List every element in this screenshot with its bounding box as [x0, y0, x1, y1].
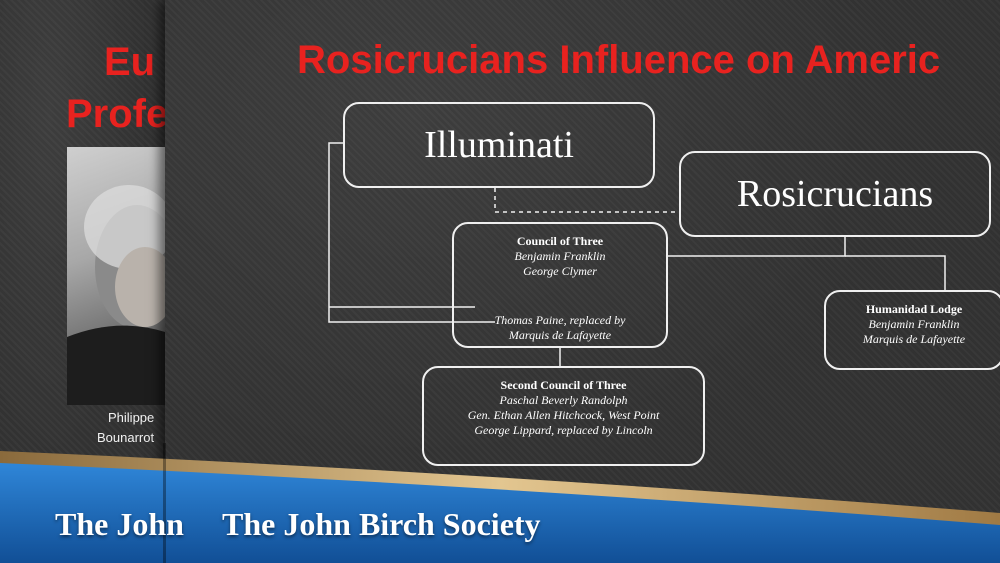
second-council-heading: Second Council of Three — [500, 378, 627, 392]
council-heading: Council of Three — [516, 234, 604, 248]
council-replacement: Thomas Paine, replaced by — [494, 313, 626, 327]
council-member: Benjamin Franklin — [514, 249, 606, 263]
humanidad-lodge-node: Humanidad Lodge Benjamin Franklin Marqui… — [824, 290, 1000, 370]
council-of-three-node: Council of Three Benjamin Franklin Georg… — [452, 222, 668, 348]
illuminati-node: Illuminati — [343, 102, 655, 188]
humanidad-member: Benjamin Franklin — [868, 317, 960, 331]
second-council-node: Second Council of Three Paschal Beverly … — [422, 366, 705, 466]
rosicrucians-humanidad-link — [845, 255, 946, 290]
society-logo-text: The John Birch Society — [222, 506, 541, 542]
slide-title: Rosicrucians Influence on Americ — [297, 38, 941, 82]
second-council-member: Paschal Beverly Randolph — [499, 393, 628, 407]
humanidad-heading: Humanidad Lodge — [865, 302, 963, 316]
council-replacement: Marquis de Lafayette — [508, 328, 612, 342]
portrait-image — [67, 147, 165, 405]
humanidad-member: Marquis de Lafayette — [862, 332, 966, 346]
illuminati-council-link — [328, 142, 495, 323]
second-council-member: George Lippard, replaced by Lincoln — [474, 423, 653, 437]
portrait-caption-line-1: Philippe — [108, 410, 155, 425]
portrait-caption-line-2: Bounarrot — [97, 430, 155, 445]
rosicrucians-node: Rosicrucians — [679, 151, 991, 237]
background-slide: Eu Profe Philippe Bounarrot — [0, 0, 165, 563]
back-slide-title-line-1: Eu — [104, 40, 156, 84]
council-member: George Clymer — [523, 264, 597, 278]
org-chart-connectors — [328, 142, 946, 366]
illuminati-rosicrucians-dashed-link — [494, 188, 679, 213]
back-society-logo-text: The John — [55, 506, 184, 542]
rosicrucians-council-link — [668, 237, 846, 257]
back-slide-title-line-2: Profe — [66, 92, 165, 136]
footer-banner — [0, 443, 1000, 563]
second-council-member: Gen. Ethan Allen Hitchcock, West Point — [467, 408, 660, 422]
